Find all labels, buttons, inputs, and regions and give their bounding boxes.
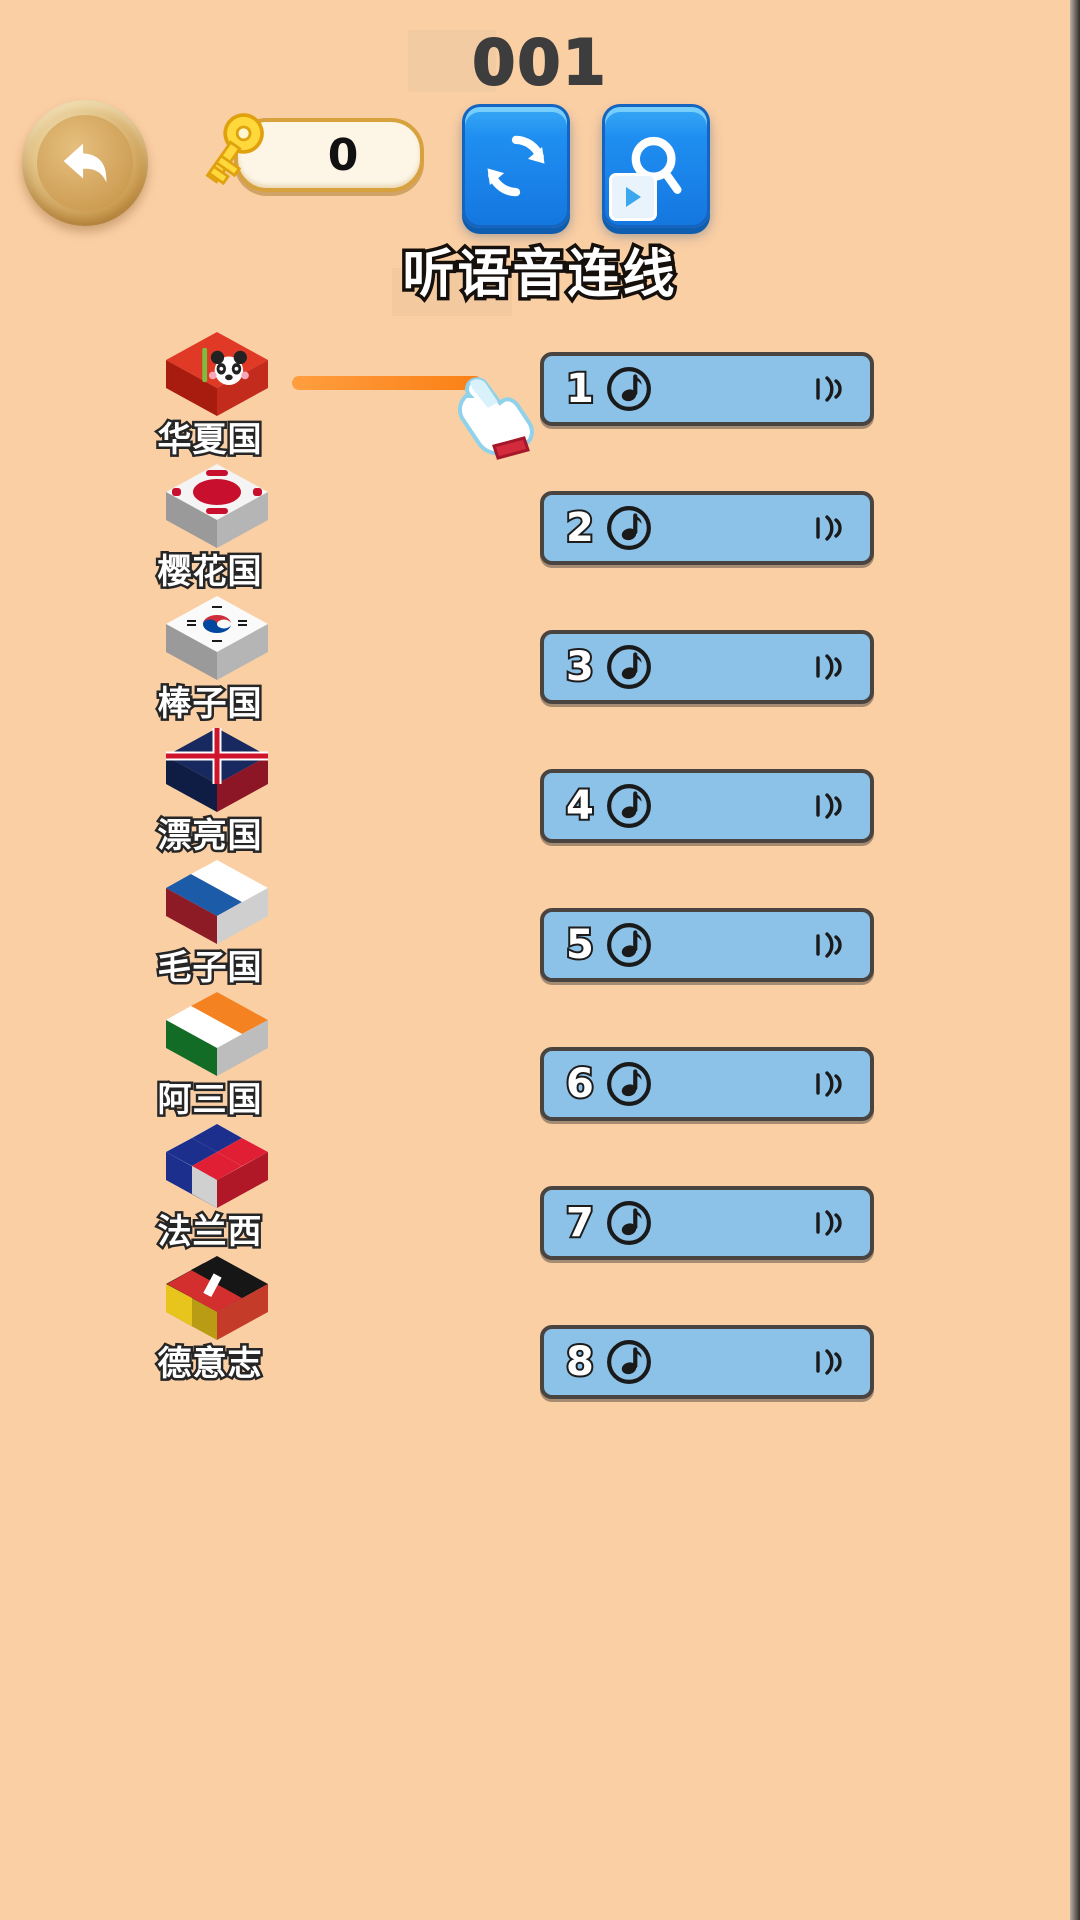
refresh-icon bbox=[487, 135, 545, 197]
audio-option-number: 6 bbox=[564, 1061, 596, 1107]
flag-item-germany[interactable]: 德意志 bbox=[110, 1254, 310, 1387]
flag-label: 毛子国 bbox=[155, 946, 264, 991]
flag-item-russia[interactable]: 毛子国 bbox=[110, 858, 310, 991]
audio-option-number: 4 bbox=[564, 783, 596, 829]
music-note-icon bbox=[606, 506, 651, 550]
flag-item-china[interactable]: 华夏国 bbox=[110, 330, 310, 463]
flag-cube-france-icon bbox=[166, 1124, 268, 1208]
page-title: 001 bbox=[471, 25, 608, 100]
flag-cube-china-icon bbox=[166, 332, 268, 416]
flag-cube-russia-icon bbox=[166, 860, 268, 944]
sound-wave-icon bbox=[816, 1349, 842, 1375]
flag-label: 法兰西 bbox=[155, 1210, 264, 1255]
music-note-icon bbox=[606, 1340, 651, 1384]
connection-line bbox=[292, 376, 482, 390]
back-arrow-icon bbox=[63, 143, 107, 183]
sound-wave-icon bbox=[816, 515, 842, 541]
flag-item-india[interactable]: 阿三国 bbox=[110, 990, 310, 1123]
flag-label: 阿三国 bbox=[155, 1078, 264, 1123]
music-note-icon bbox=[606, 784, 651, 828]
subtitle-highlight bbox=[392, 268, 512, 316]
flag-label: 德意志 bbox=[155, 1342, 264, 1387]
screen-right-edge bbox=[1070, 0, 1080, 1920]
flag-cube-korea-icon bbox=[166, 596, 268, 680]
flag-list: 华夏国 樱花国 bbox=[110, 330, 310, 1387]
sound-wave-icon bbox=[816, 376, 842, 402]
music-note-icon bbox=[606, 923, 651, 967]
music-note-icon bbox=[606, 1201, 651, 1245]
audio-option-3[interactable]: 3 bbox=[540, 630, 874, 704]
flag-item-france[interactable]: 法兰西 bbox=[110, 1122, 310, 1255]
sound-wave-icon bbox=[816, 793, 842, 819]
audio-option-7[interactable]: 7 bbox=[540, 1186, 874, 1260]
key-counter-plate: 0 bbox=[234, 118, 424, 192]
audio-option-5[interactable]: 5 bbox=[540, 908, 874, 982]
audio-option-8[interactable]: 8 bbox=[540, 1325, 874, 1399]
flag-cube-india-icon bbox=[166, 992, 268, 1076]
back-button-inner bbox=[37, 115, 133, 211]
key-counter: 0 bbox=[186, 113, 424, 192]
audio-option-6[interactable]: 6 bbox=[540, 1047, 874, 1121]
play-badge bbox=[609, 173, 657, 221]
audio-option-number: 1 bbox=[564, 366, 596, 412]
flag-item-japan[interactable]: 樱花国 bbox=[110, 462, 310, 595]
audio-option-number: 8 bbox=[564, 1339, 596, 1385]
music-note-icon bbox=[606, 1062, 651, 1106]
audio-option-number: 5 bbox=[564, 922, 596, 968]
audio-option-number: 2 bbox=[564, 505, 596, 551]
search-button[interactable] bbox=[602, 104, 710, 228]
audio-option-number: 7 bbox=[564, 1200, 596, 1246]
flag-cube-uk-icon bbox=[166, 728, 268, 812]
music-note-icon bbox=[606, 645, 651, 689]
sound-wave-icon bbox=[816, 654, 842, 680]
refresh-button[interactable] bbox=[462, 104, 570, 228]
flag-label: 棒子国 bbox=[155, 682, 264, 727]
sound-wave-icon bbox=[816, 1210, 842, 1236]
flag-label: 樱花国 bbox=[155, 550, 264, 595]
sound-wave-icon bbox=[816, 932, 842, 958]
sound-wave-icon bbox=[816, 1071, 842, 1097]
audio-option-1[interactable]: 1 bbox=[540, 352, 874, 426]
level-title-highlight bbox=[408, 30, 496, 92]
flag-label: 华夏国 bbox=[155, 418, 264, 463]
audio-option-list: 1 2 bbox=[540, 352, 874, 1464]
flag-cube-japan-icon bbox=[166, 464, 268, 548]
pointing-hand-cursor bbox=[457, 377, 534, 460]
audio-option-4[interactable]: 4 bbox=[540, 769, 874, 843]
music-note-icon bbox=[606, 367, 651, 411]
flag-item-uk[interactable]: 漂亮国 bbox=[110, 726, 310, 859]
back-button[interactable] bbox=[22, 100, 148, 226]
audio-option-2[interactable]: 2 bbox=[540, 491, 874, 565]
subtitle: 听语音连线 bbox=[399, 242, 678, 309]
flag-cube-germany-icon bbox=[166, 1256, 268, 1340]
flag-item-korea[interactable]: 棒子国 bbox=[110, 594, 310, 727]
key-count-value: 0 bbox=[327, 129, 359, 181]
key-icon bbox=[205, 113, 264, 186]
flag-label: 漂亮国 bbox=[155, 814, 264, 859]
audio-option-number: 3 bbox=[564, 644, 596, 690]
play-icon bbox=[625, 187, 641, 207]
